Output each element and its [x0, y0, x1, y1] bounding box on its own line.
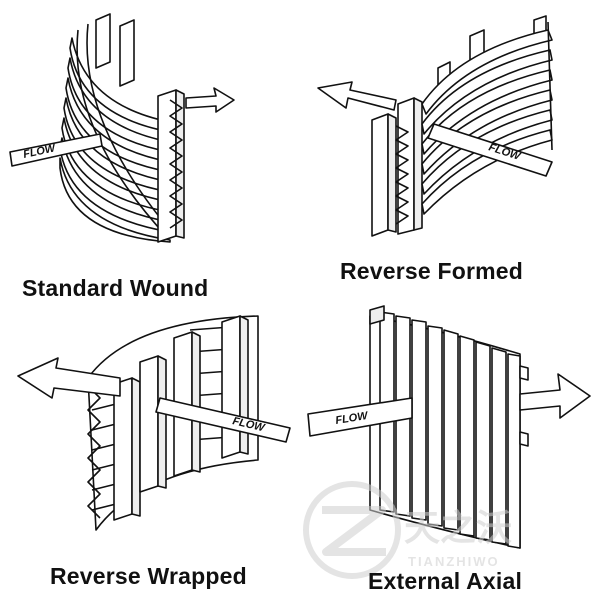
- standard-wound-diagram: FLOW: [9, 13, 235, 243]
- wire-wraps: [421, 21, 553, 215]
- axial-bars: [369, 305, 529, 549]
- external-axial-diagram: FLOW: [307, 305, 591, 549]
- label-external-axial: External Axial: [368, 568, 523, 594]
- wire-wraps: [59, 23, 171, 243]
- support-rods: [95, 13, 185, 243]
- flow-arrow-in: FLOW: [9, 133, 103, 167]
- flow-arrow-in: FLOW: [155, 397, 291, 443]
- reverse-wrapped-diagram: FLOW: [17, 315, 291, 531]
- watermark-logo: 天之沃 TIANZHIWO: [303, 481, 512, 579]
- flow-arrow-out: [519, 373, 591, 419]
- label-reverse-wrapped: Reverse Wrapped: [50, 563, 247, 589]
- flow-label: FLOW: [335, 410, 370, 427]
- flow-arrow-in: FLOW: [307, 397, 413, 437]
- flow-arrow-out: [317, 81, 397, 111]
- watermark-brand-cn: 天之沃: [404, 507, 512, 548]
- support-rods: [371, 15, 547, 237]
- flow-arrow-out: [17, 357, 121, 399]
- watermark-brand-en: TIANZHIWO: [408, 554, 500, 569]
- label-reverse-formed: Reverse Formed: [340, 258, 524, 284]
- flow-arrow-out: [185, 87, 235, 113]
- reverse-formed-diagram: FLOW: [317, 15, 553, 237]
- label-standard-wound: Standard Wound: [22, 275, 209, 301]
